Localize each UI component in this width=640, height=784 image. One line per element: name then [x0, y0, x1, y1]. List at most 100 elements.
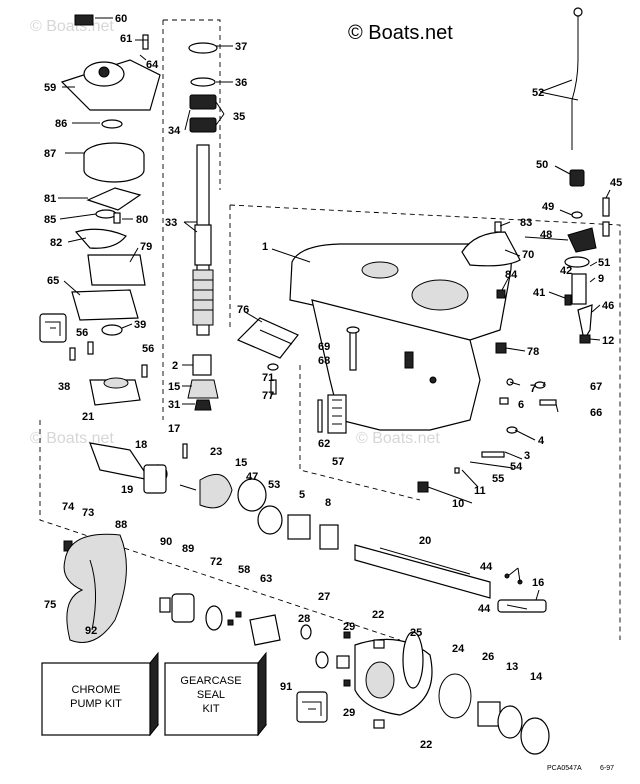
pinion-nut: [194, 399, 212, 411]
gearcase-boundary: [229, 204, 621, 640]
bearing: [477, 701, 501, 727]
detent-shaft: [497, 599, 547, 613]
callout-7: 7: [530, 383, 536, 395]
callout-58: 58: [238, 564, 250, 576]
callout-59: 59: [44, 82, 56, 94]
callout-14: 14: [530, 671, 543, 683]
callout-3: 3: [524, 450, 530, 462]
thrust-washer: [237, 478, 267, 512]
seal: [101, 324, 123, 336]
screw: [373, 719, 385, 729]
leader-lines: [58, 17, 611, 610]
callout-48: 48: [540, 229, 552, 241]
kit-icon: [296, 691, 328, 723]
callout-70: 70: [522, 249, 534, 261]
shift-cam: [579, 334, 591, 344]
shift-rod: [571, 12, 579, 150]
callout-39: 39: [134, 319, 146, 331]
callout-35: 35: [233, 111, 245, 123]
callout-82: 82: [50, 237, 62, 249]
callout-20: 20: [419, 535, 431, 547]
callout-87: 87: [44, 148, 56, 160]
gearcase-hole: [429, 376, 437, 384]
screw: [270, 379, 277, 395]
anode: [327, 394, 347, 434]
nut: [417, 481, 429, 493]
callouts: 60 61 64 59 86 87 81 85 80 82 79 65 39 5…: [44, 13, 622, 751]
callout-85: 85: [44, 214, 56, 226]
kit-label-line: CHROME: [72, 684, 121, 696]
screw: [343, 679, 351, 687]
pump-liner-body: [83, 155, 145, 183]
watermark: © Boats.net: [30, 430, 114, 447]
callout-22: 22: [372, 609, 384, 621]
trim-tab-line: [259, 329, 293, 345]
callout-67: 67: [590, 381, 602, 393]
copyright-notice: © Boats.net: [348, 22, 453, 44]
callout-47: 47: [246, 471, 258, 483]
gasket: [74, 228, 127, 249]
screw: [69, 347, 76, 361]
screw: [602, 197, 610, 217]
seal: [520, 717, 550, 755]
o-ring: [438, 673, 472, 719]
prop-boundary: [39, 420, 401, 641]
callout-77: 77: [262, 390, 274, 402]
drawing-date: 6-97: [600, 765, 614, 772]
callout-6: 6: [518, 399, 524, 411]
callout-83: 83: [520, 217, 532, 229]
chrome-pump-kit-box: CHROME PUMP KIT: [40, 651, 160, 737]
callout-86: 86: [55, 118, 67, 130]
clutch-dog: [143, 464, 167, 494]
callout-75: 75: [44, 599, 56, 611]
impeller: [86, 187, 142, 211]
callout-78: 78: [527, 346, 539, 358]
callout-49: 49: [542, 201, 554, 213]
callout-44: 44: [480, 561, 493, 573]
nut: [496, 289, 506, 299]
callout-45: 45: [610, 177, 622, 189]
screw: [235, 611, 242, 618]
callout-52: 52: [532, 87, 544, 99]
kit-label-line: PUMP KIT: [70, 698, 122, 710]
plate: [87, 254, 146, 286]
kit-icon-mark: [45, 321, 61, 336]
callout-61: 61: [120, 33, 132, 45]
reverse-gear: [199, 473, 233, 509]
gearcase-opening: [361, 261, 399, 279]
callout-19: 19: [121, 484, 133, 496]
callout-46: 46: [602, 300, 614, 312]
callout-15b: 15: [235, 457, 247, 469]
callout-55: 55: [492, 473, 504, 485]
callout-18: 18: [135, 439, 147, 451]
propeller-shaft: [354, 544, 491, 599]
pin: [182, 443, 188, 459]
pin: [564, 294, 572, 306]
callout-24: 24: [452, 643, 465, 655]
callout-71: 71: [262, 372, 274, 384]
callout-33: 33: [165, 217, 177, 229]
callout-37: 37: [235, 41, 247, 53]
shift-housing: [567, 227, 597, 253]
callout-72: 72: [210, 556, 222, 568]
screw: [317, 399, 323, 433]
callout-63: 63: [260, 573, 272, 585]
seal: [315, 651, 329, 669]
seal: [300, 624, 312, 640]
callout-28: 28: [298, 613, 310, 625]
bearing-housing-top: [103, 377, 129, 389]
callout-38: 38: [58, 381, 70, 393]
callout-29: 29: [343, 621, 355, 633]
screw: [373, 639, 385, 649]
callout-12: 12: [602, 335, 614, 347]
callout-56b: 56: [142, 343, 154, 355]
ball: [504, 573, 510, 579]
spring: [179, 484, 197, 491]
callout-92: 92: [85, 625, 97, 637]
callout-66: 66: [590, 407, 602, 419]
callout-23: 23: [210, 446, 222, 458]
spacer: [171, 593, 195, 623]
callout-2: 2: [172, 360, 178, 372]
callout-60: 60: [115, 13, 127, 25]
